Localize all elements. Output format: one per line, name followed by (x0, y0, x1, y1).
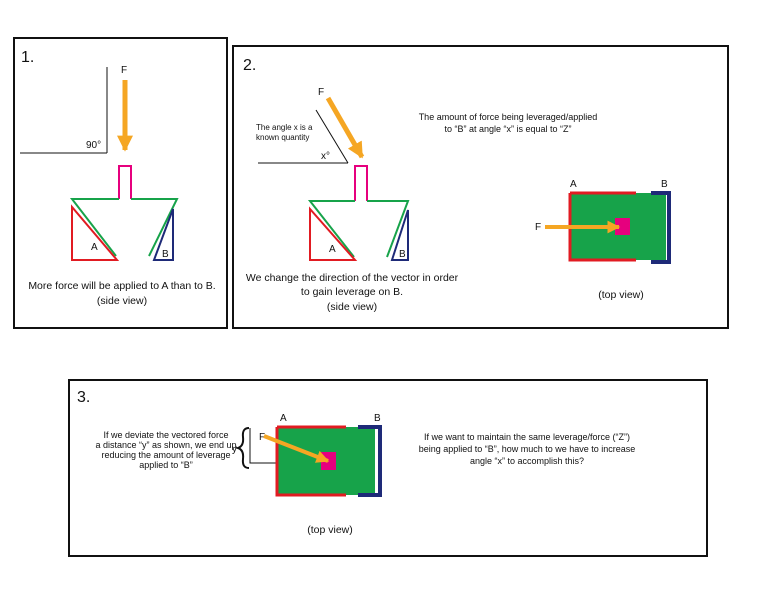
deviation-note-4: applied to “B” (139, 460, 193, 470)
deviation-note-3: reducing the amount of leverage (101, 450, 230, 460)
green-chevron-right (131, 198, 179, 257)
green-chevron-left (69, 198, 119, 257)
deviation-note-1: If we deviate the vectored force (103, 430, 228, 440)
panel-2: 2. The angle x is a known quantity x° F … (232, 45, 729, 329)
green-chevron-left-2 (307, 200, 355, 258)
panel-3: 3. If we deviate the vectored force a di… (68, 379, 708, 557)
panel-1-number: 1. (21, 49, 34, 66)
panel-2-caption-3: (side view) (327, 301, 377, 313)
magenta-stem (118, 165, 132, 199)
panel-2-caption-2: to gain leverage on B. (301, 286, 403, 298)
leverage-note-1: The amount of force being leveraged/appl… (419, 112, 598, 122)
panel-1-caption-1: More force will be applied to A than to … (28, 280, 215, 292)
panel-3-frame (68, 379, 708, 557)
force-label-3: F (259, 432, 265, 443)
magenta-stem-2 (354, 165, 368, 201)
block-b-triangle-2 (390, 209, 409, 261)
question-note-3: angle “x” to accomplish this? (470, 456, 584, 466)
deviated-force-arrow (263, 434, 330, 463)
panel-2-frame (232, 45, 729, 329)
top-view-navy-edge (651, 191, 671, 264)
label-b-2: B (399, 249, 406, 260)
angle-side-line (315, 109, 349, 164)
question-note-2: being applied to “B”, how much to we hav… (419, 444, 636, 454)
label-a: A (91, 242, 98, 253)
top-view-red-edge-lower-3 (275, 427, 346, 497)
y-brace (234, 427, 250, 469)
green-chevron-right-2 (367, 200, 410, 258)
panel-1-frame (13, 37, 228, 329)
top-view-red-edge-lower (568, 193, 636, 262)
leverage-note-2: to “B” at angle “x” is equal to “Z” (444, 124, 571, 134)
panel-3-caption: (top view) (307, 524, 353, 536)
block-a-triangle (71, 204, 120, 261)
force-label: F (121, 65, 127, 76)
top-view-navy-edge-3 (358, 425, 382, 497)
panel-1: 1. 90° F A B More force will be applied … (13, 37, 228, 329)
label-a-2: A (329, 244, 336, 255)
deviation-note-2: a distance “y” as shown, we end up (95, 440, 236, 450)
question-note-1: If we want to maintain the same leverage… (424, 432, 630, 442)
top-force-label: F (535, 222, 541, 233)
block-a-triangle-2 (309, 206, 358, 261)
force-label-2: F (318, 87, 324, 98)
top-label-a: A (570, 179, 577, 190)
panel-3-number: 3. (77, 389, 90, 406)
top-label-b: B (661, 179, 668, 190)
label-b: B (162, 249, 169, 260)
top-view-caption: (top view) (598, 289, 644, 301)
angle-90-label: 90° (86, 140, 101, 151)
panel-2-caption-1: We change the direction of the vector in… (246, 272, 459, 284)
angled-force-arrow (325, 96, 365, 159)
angle-note-2: known quantity (256, 133, 309, 142)
y-label: y (232, 444, 237, 455)
block-b-triangle (152, 208, 174, 261)
label-b-3: B (374, 413, 381, 424)
panel-1-caption-2: (side view) (97, 295, 147, 307)
label-a-3: A (280, 413, 287, 424)
angle-note-1: The angle x is a (256, 123, 313, 132)
panel-2-number: 2. (243, 57, 256, 74)
angle-x-label: x° (321, 151, 330, 162)
